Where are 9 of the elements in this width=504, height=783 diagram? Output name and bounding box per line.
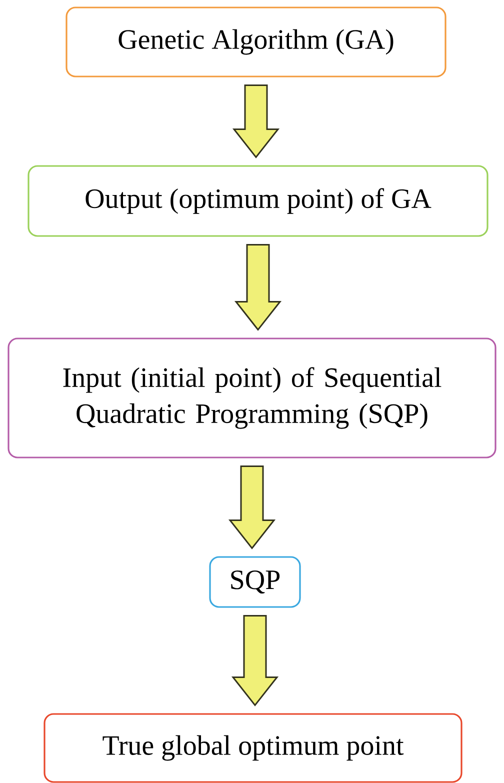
block-arrow <box>232 84 280 158</box>
process-box: Input (initial point) of Sequential Quadratic Programming (SQP) <box>8 338 496 458</box>
process-box: SQP <box>209 556 301 608</box>
block-arrow <box>231 615 279 706</box>
process-box: True global optimum point <box>44 713 462 783</box>
block-arrow <box>234 244 282 331</box>
process-box: Genetic Algorithm (GA) <box>66 6 446 78</box>
block-arrow <box>228 466 276 550</box>
process-box: Output (optimum point) of GA <box>28 165 488 237</box>
